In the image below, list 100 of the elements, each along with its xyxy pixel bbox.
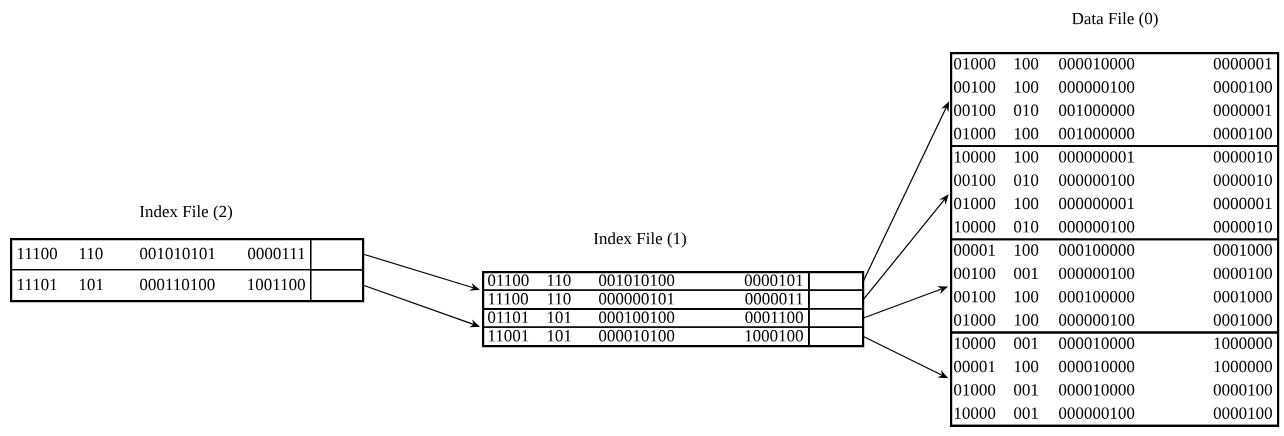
binary-code: 000010000 [1059, 384, 1135, 396]
table-title: Index File (2) [139, 205, 232, 221]
table-title: Index File (1) [593, 232, 686, 248]
binary-code: 00001 [954, 360, 995, 373]
pointer-cell [808, 271, 864, 291]
binary-code: 00001 [954, 244, 995, 256]
binary-code: 00100 [954, 81, 996, 93]
binary-code: 000100100 [599, 311, 675, 323]
binary-code: 000010000 [1059, 57, 1135, 70]
binary-code: 100 [1014, 244, 1039, 256]
binary-code: 0000001 [1213, 104, 1272, 116]
binary-code: 01000 [954, 384, 996, 396]
binary-code: 000010000 [1059, 360, 1135, 373]
binary-code: 0000100 [1213, 81, 1272, 93]
binary-code: 0001000 [1213, 244, 1272, 256]
binary-code: 0000001 [1213, 197, 1272, 210]
binary-code: 001010100 [599, 274, 675, 286]
binary-code: 100 [1014, 57, 1039, 70]
binary-code: 000010100 [599, 330, 675, 342]
binary-code: 010 [1014, 221, 1039, 233]
pointer-cell [808, 308, 864, 328]
binary-code: 000000100 [1059, 174, 1135, 186]
binary-code: 0000001 [1213, 57, 1272, 70]
binary-code: 001 [1014, 267, 1038, 280]
binary-code: 0001000 [1213, 314, 1272, 326]
binary-code: 01000 [954, 197, 996, 210]
binary-code: 000000100 [1059, 221, 1135, 233]
binary-code: 000000100 [1059, 407, 1135, 419]
binary-code: 0000100 [1213, 407, 1272, 419]
binary-code: 000000100 [1059, 314, 1135, 326]
record-block [950, 331, 1279, 427]
binary-code: 0000111 [248, 247, 305, 260]
binary-code: 000000100 [1059, 81, 1135, 93]
binary-code: 01000 [954, 314, 996, 326]
binary-code: 00100 [954, 174, 996, 186]
binary-code: 10000 [954, 407, 996, 419]
binary-code: 0000100 [1213, 267, 1272, 280]
binary-code: 000000001 [1059, 197, 1134, 210]
binary-code: 11001 [488, 330, 529, 342]
binary-code: 100 [1014, 81, 1039, 93]
binary-code: 000000101 [599, 293, 674, 305]
binary-code: 001000000 [1059, 127, 1135, 140]
record-block [482, 271, 810, 310]
binary-code: 01101 [488, 311, 529, 323]
record-block [482, 308, 810, 347]
binary-code: 0001100 [745, 311, 803, 323]
binary-code: 001 [1014, 337, 1038, 349]
binary-code: 101 [547, 330, 571, 342]
binary-code: 00100 [954, 290, 996, 303]
binary-code: 0001000 [1213, 290, 1272, 303]
binary-code: 000110100 [140, 278, 215, 291]
binary-code: 01100 [488, 274, 529, 286]
binary-code: 100 [1014, 360, 1039, 373]
record-block [950, 238, 1279, 334]
binary-code: 1001100 [248, 278, 305, 291]
binary-code: 110 [547, 274, 571, 286]
binary-code: 000100000 [1059, 244, 1135, 256]
pointer-cell [310, 238, 364, 271]
pointer-cell [310, 269, 364, 302]
binary-code: 11100 [488, 293, 528, 305]
binary-code: 000100000 [1059, 290, 1135, 303]
binary-code: 101 [547, 311, 571, 323]
binary-code: 100 [1014, 151, 1039, 163]
binary-code: 10000 [954, 221, 996, 233]
binary-code: 101 [79, 278, 103, 291]
binary-code: 000000001 [1059, 151, 1134, 163]
binary-code: 01000 [954, 127, 996, 140]
record-block [950, 52, 1279, 147]
binary-code: 0000101 [744, 274, 803, 286]
binary-code: 000000100 [1059, 267, 1135, 280]
binary-code: 0000011 [745, 293, 803, 305]
record-block [950, 145, 1279, 241]
binary-code: 001 [1014, 407, 1038, 419]
binary-code: 010 [1014, 104, 1039, 116]
binary-code: 1000100 [745, 330, 803, 342]
binary-code: 1000000 [1214, 360, 1272, 373]
binary-code: 11100 [17, 247, 57, 260]
binary-code: 11101 [17, 278, 57, 291]
binary-code: 0000010 [1213, 221, 1272, 233]
binary-code: 0000010 [1213, 174, 1272, 186]
binary-code: 0000100 [1213, 384, 1272, 396]
binary-code: 00100 [954, 104, 996, 116]
binary-code: 0000100 [1213, 127, 1272, 140]
binary-code: 10000 [954, 337, 996, 349]
table-title: Data File (0) [1072, 12, 1158, 28]
binary-code: 00100 [954, 267, 996, 280]
binary-code: 001010101 [140, 247, 215, 260]
arrow [862, 194, 949, 301]
binary-code: 001000000 [1059, 104, 1135, 116]
binary-code: 100 [1014, 314, 1039, 326]
binary-code: 001 [1014, 384, 1038, 396]
binary-code: 100 [1014, 290, 1039, 303]
binary-code: 110 [547, 293, 571, 305]
binary-code: 1000000 [1214, 337, 1272, 349]
pointer-cell [808, 326, 864, 347]
binary-code: 01000 [954, 57, 996, 70]
binary-code: 100 [1014, 127, 1039, 140]
binary-code: 000010000 [1059, 337, 1135, 349]
binary-code: 10000 [954, 151, 996, 163]
binary-code: 110 [79, 247, 103, 260]
